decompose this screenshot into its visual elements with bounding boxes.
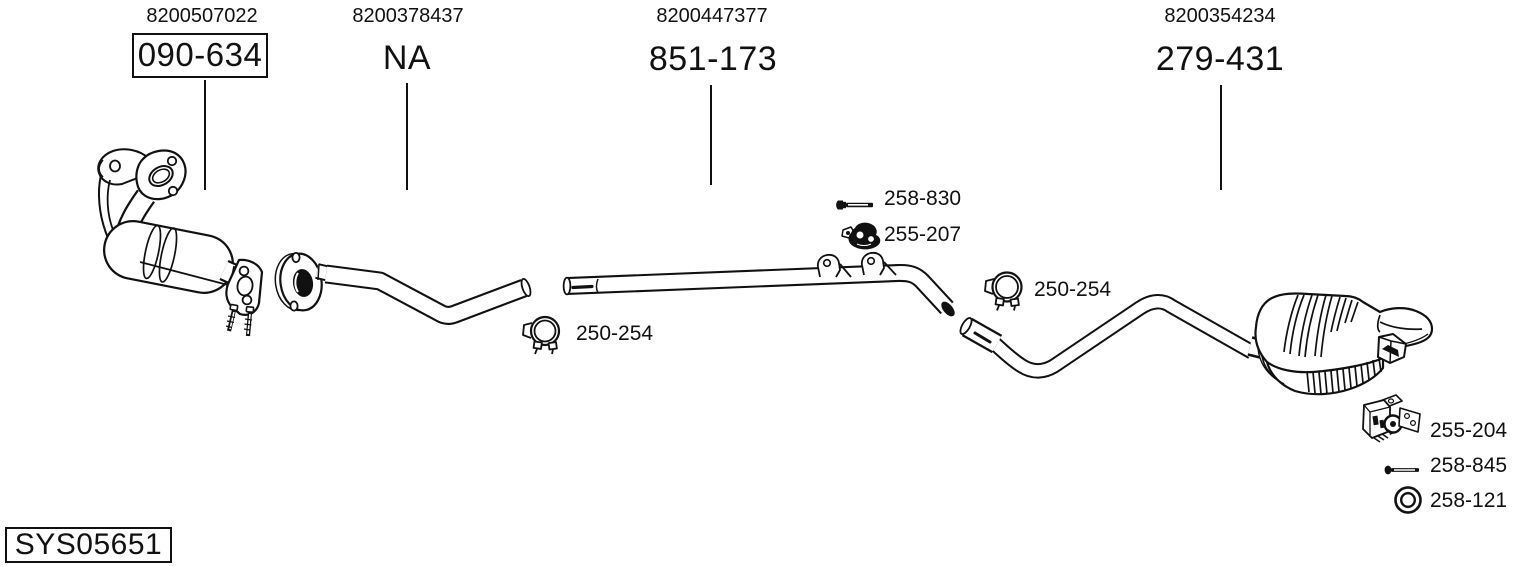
callout-clamp-rear: 250-254 xyxy=(1034,278,1112,301)
callout-clamp-front: 250-254 xyxy=(576,322,654,345)
rubber-mount-icon xyxy=(841,222,881,250)
oem-number-middle-pipe: 8200447377 xyxy=(656,5,768,27)
catalytic-converter-drawing xyxy=(97,148,264,337)
callout-gasket-ring-rear: 258-121 xyxy=(1430,489,1508,512)
hanger-bracket-icon xyxy=(816,253,852,278)
part-number-middle-pipe: 851-173 xyxy=(648,40,778,78)
bolt-icon xyxy=(836,200,873,210)
part-number-box-catalyst: 090-634 xyxy=(132,33,268,78)
callout-rubber-mount-front: 255-207 xyxy=(884,223,962,246)
callout-bolt-front: 258-830 xyxy=(884,187,962,210)
oem-number-front-pipe: 8200378437 xyxy=(352,5,464,27)
clamp-icon xyxy=(984,271,1023,311)
rear-muffler-drawing xyxy=(1247,292,1434,396)
oem-number-catalyst: 8200507022 xyxy=(146,5,258,27)
callout-bolt-rear: 258-845 xyxy=(1430,454,1508,477)
gasket-ring-icon xyxy=(1394,486,1422,514)
flange-gasket-drawing xyxy=(274,251,323,312)
bolt-icon xyxy=(1384,465,1419,475)
clamp-icon xyxy=(522,315,561,355)
rubber-mount-bracket-icon xyxy=(1362,394,1421,443)
callout-rubber-mount-rear: 255-204 xyxy=(1430,419,1508,442)
middle-pipe-drawing xyxy=(562,251,955,317)
rear-pipe-drawing xyxy=(959,294,1256,379)
system-code-box: SYS05651 xyxy=(5,527,172,563)
oem-number-muffler: 8200354234 xyxy=(1164,5,1276,27)
hanger-bracket-icon xyxy=(860,251,897,276)
leader-lines xyxy=(204,80,1222,190)
front-pipe-drawing xyxy=(274,251,532,325)
part-number-muffler: 279-431 xyxy=(1155,40,1285,78)
part-number-front-pipe: NA xyxy=(382,39,432,77)
